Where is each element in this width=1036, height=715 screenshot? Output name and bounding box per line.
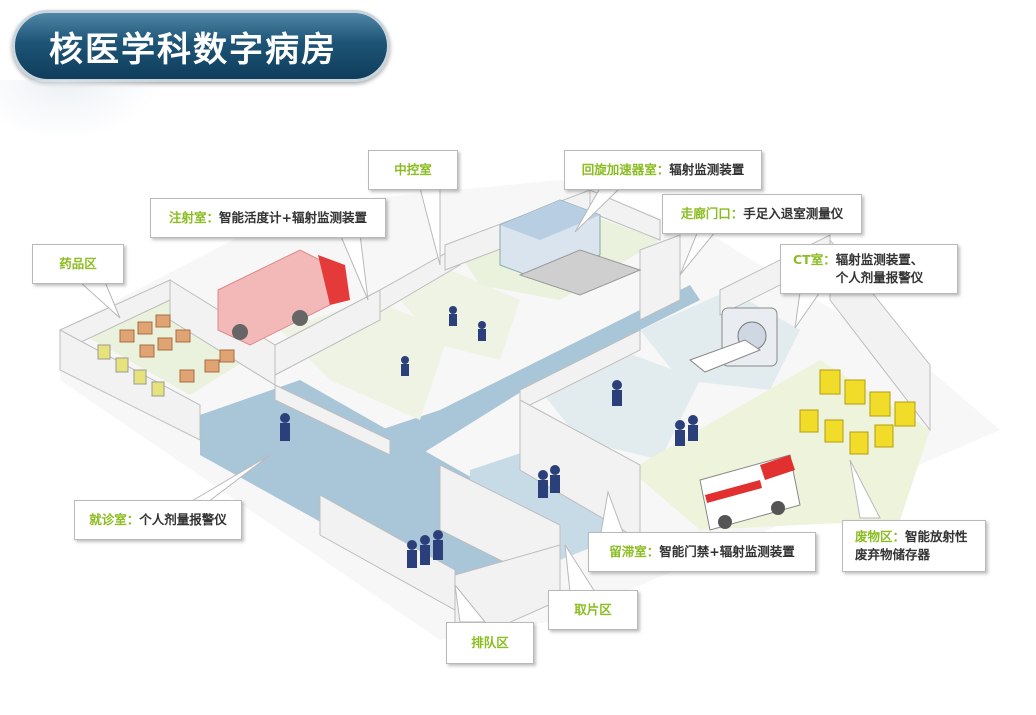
drug-box (204, 359, 220, 373)
drug-drum (115, 357, 129, 373)
person (401, 356, 409, 364)
waste-bin (869, 391, 891, 417)
callout-corridor-name: 走廊门口： (680, 206, 744, 221)
person (612, 380, 622, 390)
drug-boxes (119, 314, 235, 383)
callout-pointers (78, 187, 881, 623)
person-body (612, 390, 622, 406)
wall-corridor-gate (639, 234, 681, 321)
person-body (280, 423, 290, 441)
person (407, 540, 417, 550)
waste-bin (824, 419, 844, 443)
wall-lower-right (454, 544, 561, 641)
callout-corridor-gate: 走廊门口： 手足入退室测量仪 (662, 194, 862, 234)
callout-injection-room: 注射室： 智能活度计+辐射监测装置 (150, 198, 386, 238)
waste-bin (874, 424, 894, 448)
callout-film-name: 取片区 (574, 602, 612, 617)
callout-waste-desc: 智能放射性 (905, 529, 968, 544)
pointer-waste (849, 459, 881, 519)
callout-control-name: 中控室 (394, 162, 432, 177)
person-body (478, 329, 486, 341)
person (420, 535, 430, 545)
title-banner: 核医学科数字病房 (12, 10, 390, 82)
drug-box (119, 329, 135, 343)
person-body (538, 480, 548, 498)
person (675, 420, 685, 430)
ct-scanner (688, 307, 778, 373)
person-body (433, 540, 443, 560)
person-body (407, 550, 417, 568)
drug-box (219, 349, 235, 363)
callout-corridor-desc: 手足入退室测量仪 (743, 206, 844, 221)
drug-box (179, 369, 195, 383)
corridor-main (260, 285, 700, 500)
wall-injection-front (274, 384, 391, 456)
drug-box (137, 321, 153, 335)
callout-drug-area: 药品区 (32, 244, 124, 284)
callout-drug-name: 药品区 (59, 256, 97, 271)
person-body (449, 314, 457, 326)
callout-injection-desc: 智能活度计+辐射监测装置 (219, 210, 367, 225)
page-title: 核医学科数字病房 (49, 29, 337, 70)
callout-queue-name: 排队区 (471, 635, 509, 650)
drug-box (175, 329, 191, 343)
person-body (401, 364, 409, 376)
callout-control-room: 中控室 (368, 150, 458, 190)
callout-waste-area: 废物区：智能放射性 废弃物储存器 (842, 520, 986, 572)
callout-ct-room: CT室： 辐射监测装置、 个人剂量报警仪 (780, 244, 958, 294)
callout-ct-desc2: 个人剂量报警仪 (835, 270, 924, 285)
ambulance (699, 454, 801, 531)
callout-waste-desc2: 废弃物储存器 (855, 547, 931, 562)
callout-ct-name: CT室： (793, 252, 836, 267)
callout-ct-desc: 辐射监测装置、 (835, 252, 924, 267)
waste-bin (799, 409, 819, 433)
person (449, 306, 457, 314)
callout-retention-room: 留滞室： 智能门禁+辐射监测装置 (588, 532, 816, 572)
wall-injection-back (274, 289, 381, 376)
callout-clinic-name: 就诊室： (89, 512, 140, 527)
drug-drum (133, 369, 147, 385)
people (280, 306, 698, 568)
person (280, 413, 290, 423)
waste-bin (849, 431, 869, 455)
delivery-truck (217, 249, 350, 346)
person-body (420, 545, 430, 565)
callout-injection-name: 注射室： (169, 210, 220, 225)
person (688, 415, 698, 425)
person-body (675, 430, 685, 446)
callout-clinic-desc: 个人剂量报警仪 (139, 512, 227, 527)
callout-waste-name: 废物区： (855, 529, 906, 544)
callout-accelerator-name: 回旋加速器室： (581, 162, 670, 177)
control-room-floor (400, 270, 520, 360)
drug-drum (97, 344, 111, 360)
callout-queue-area: 排队区 (446, 622, 534, 664)
drug-drums (97, 344, 165, 397)
waste-bin (844, 379, 866, 405)
drug-box (157, 337, 173, 351)
waste-bin (894, 401, 916, 427)
callout-clinic-room: 就诊室： 个人剂量报警仪 (74, 500, 242, 540)
wall-drug-front (59, 329, 201, 441)
person (433, 530, 443, 540)
drug-drum (151, 381, 165, 397)
person (538, 470, 548, 480)
callout-film-area: 取片区 (548, 590, 638, 630)
waste-bin (819, 369, 841, 395)
callout-retention-name: 留滞室： (609, 544, 660, 559)
person-body (550, 475, 560, 493)
callout-accelerator-desc: 辐射监测装置 (669, 162, 745, 177)
callout-retention-desc: 智能门禁+辐射监测装置 (659, 544, 795, 559)
waste-bins (799, 369, 916, 455)
title-shadow (0, 80, 160, 140)
person (550, 465, 560, 475)
callout-accelerator-room: 回旋加速器室： 辐射监测装置 (564, 150, 762, 190)
cyclotron-machine (499, 199, 642, 296)
drug-box (139, 344, 155, 358)
person (478, 321, 486, 329)
person-body (688, 425, 698, 441)
drug-box (155, 314, 171, 328)
